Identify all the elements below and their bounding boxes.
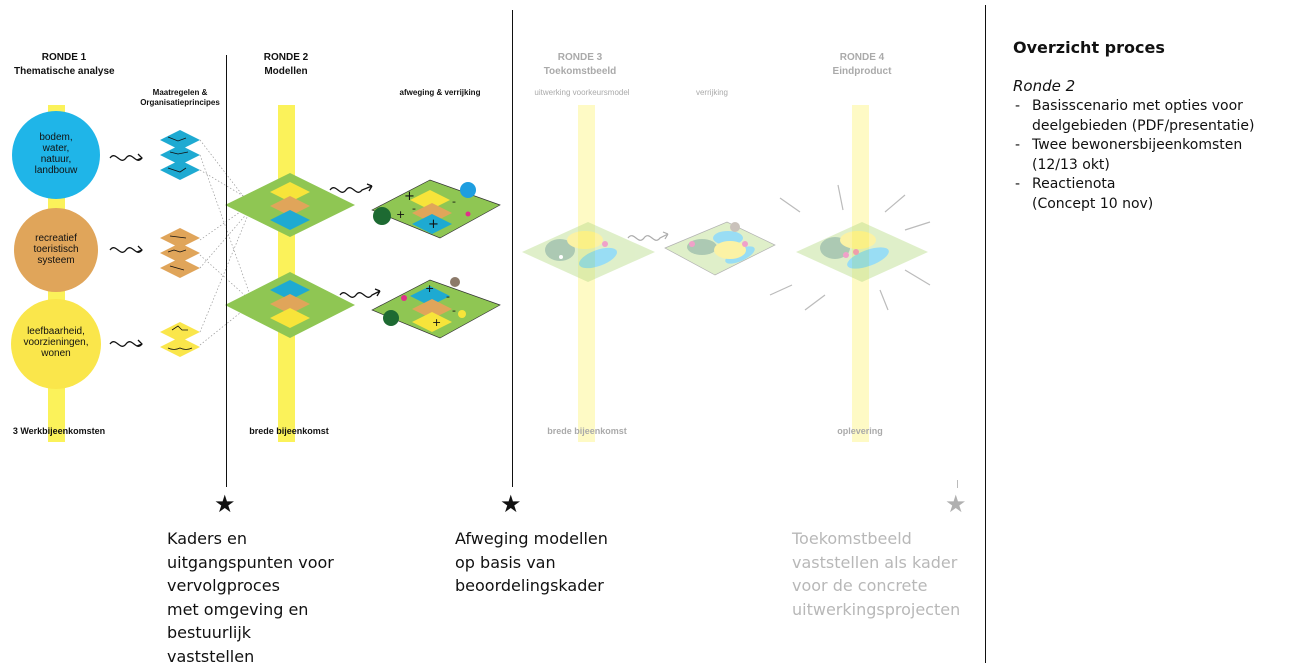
milestone-star-2: ★	[500, 490, 522, 518]
label-verrijking: verrijking	[695, 88, 728, 97]
side-panel-item: -Reactienota (Concept 10 nov)	[1013, 175, 1293, 214]
label-uitwerking: uitwerking voorkeursmodel	[534, 88, 630, 97]
milestone-star-3: ★	[945, 490, 967, 518]
divider-side-panel	[985, 5, 986, 663]
round-1-subtitle: Thematische analyse	[14, 66, 115, 77]
round-3-subtitle: Toekomstbeeld	[543, 66, 617, 77]
svg-text:+: +	[425, 282, 434, 295]
round-4-subtitle: Eindproduct	[832, 66, 892, 77]
round-2-title: RONDE 2	[263, 52, 309, 63]
side-panel-item-text: Basisscenario met opties voor deelgebied…	[1032, 98, 1255, 134]
model-diamond-bottom	[225, 272, 355, 338]
afweging-diamond-bottom: + - + -	[371, 277, 501, 339]
side-panel: Overzicht proces Ronde 2 -Basisscenario …	[1013, 38, 1293, 214]
side-panel-subtitle: Ronde 2	[1013, 77, 1076, 95]
milestone-star-1: ★	[214, 490, 236, 518]
round-2-subtitle: Modellen	[264, 66, 308, 77]
milestone-text-1: Kaders en uitgangspunten voor vervolgpro…	[167, 529, 334, 666]
toekomstbeeld-diamond	[522, 222, 655, 282]
round-3-title: RONDE 3	[557, 52, 603, 63]
maatregelen-layers-water	[160, 130, 200, 180]
side-panel-item: -Basisscenario met opties voor deelgebie…	[1013, 97, 1293, 136]
meeting-ronde-4: oplevering	[837, 426, 883, 436]
svg-text:+: +	[396, 208, 405, 221]
verrijking-diamond	[664, 221, 776, 276]
theme-label-recreatie: recreatief toeristisch systeem	[33, 233, 79, 266]
svg-text:-: -	[412, 202, 416, 215]
theme-label-water: bodem, water, natuur, landbouw	[34, 132, 78, 176]
theme-circle-water	[12, 111, 100, 199]
burst-lines	[769, 184, 931, 311]
eindproduct-diamond	[796, 222, 928, 282]
svg-text:-: -	[446, 290, 450, 303]
milestone-text-3: Toekomstbeeld vaststellen als kader voor…	[792, 529, 961, 619]
band-ronde-3	[578, 105, 595, 442]
theme-circle-recreatie	[14, 208, 98, 292]
maatregelen-layers-recreatie	[160, 228, 200, 278]
maatregelen-layers-leefbaarheid	[160, 322, 200, 357]
label-maatregelen: Maatregelen & Organisatieprincipes	[140, 88, 220, 107]
process-diagram: + + + - - + - + -	[11, 105, 931, 442]
side-panel-item: -Twee bewonersbijeenkomsten (12/13 okt)	[1013, 136, 1293, 175]
bullet-dash: -	[1015, 137, 1021, 153]
arrow-r3	[627, 231, 669, 241]
divider-ronde-2	[226, 55, 227, 487]
dotted-connectors	[199, 139, 251, 346]
round-1-title: RONDE 1	[41, 52, 87, 63]
svg-text:-: -	[452, 304, 456, 317]
round-4-title: RONDE 4	[839, 52, 885, 63]
arrows-r1	[109, 153, 143, 347]
theme-label-leefbaarheid: leefbaarheid, voorzieningen, wonen	[23, 326, 89, 359]
model-diamond-top	[225, 173, 355, 237]
meeting-ronde-1: 3 Werkbijeenkomsten	[12, 426, 106, 436]
meeting-ronde-3: brede bijeenkomst	[547, 426, 627, 436]
bullet-dash: -	[1015, 98, 1021, 114]
side-panel-list: -Basisscenario met opties voor deelgebie…	[1013, 97, 1293, 214]
theme-circle-leefbaarheid	[11, 299, 101, 389]
label-afweging: afweging & verrijking	[399, 88, 481, 97]
arrows-r2	[329, 183, 381, 298]
svg-text:-: -	[452, 195, 456, 208]
meeting-ronde-2: brede bijeenkomst	[249, 426, 329, 436]
svg-text:+: +	[428, 217, 439, 232]
divider-ronde-3	[512, 10, 513, 487]
svg-text:+: +	[432, 316, 441, 329]
band-ronde-4	[852, 105, 869, 442]
svg-text:+: +	[404, 189, 415, 204]
milestone-text-2: Afweging modellen op basis van beoordeli…	[455, 529, 608, 595]
side-panel-title: Overzicht proces	[1013, 38, 1165, 57]
side-panel-item-text: Reactienota (Concept 10 nov)	[1032, 176, 1154, 212]
afweging-diamond-top: + + + - -	[371, 179, 501, 239]
side-panel-item-text: Twee bewonersbijeenkomsten (12/13 okt)	[1032, 137, 1243, 173]
divider-ronde-4-tick	[957, 480, 958, 488]
bullet-dash: -	[1015, 176, 1021, 192]
